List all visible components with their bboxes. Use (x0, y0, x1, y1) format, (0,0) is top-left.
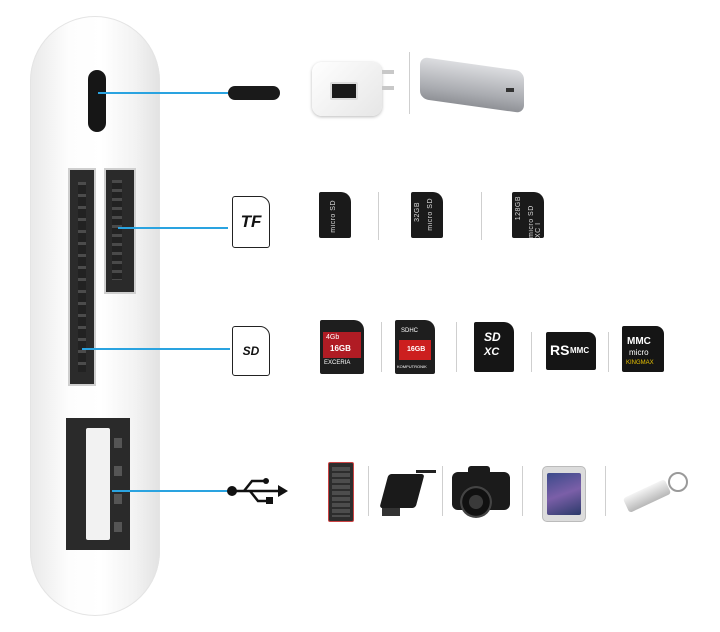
sd-card-sdxc: SD XC (474, 322, 514, 372)
tf-card-icon: TF (232, 196, 270, 248)
tf-line (118, 227, 228, 229)
microsd-card-3: 128GB micro SD XC I (512, 192, 544, 238)
usb-line (112, 490, 232, 492)
sd-card-exceria: 4Gb 16GB EXCERIA (320, 320, 364, 374)
lightning-line (98, 92, 228, 94)
smartphone-image (542, 466, 586, 522)
usb-port (66, 418, 130, 550)
microsd-card-1: micro SD (319, 192, 351, 238)
sd-card-komputronik: SDHC 16GB KOMPUTRONIK (395, 320, 435, 374)
tf-icon-label: TF (240, 212, 262, 231)
usb-flash-drive-image (616, 472, 690, 518)
lightning-port (88, 70, 106, 132)
sd-icon-label: SD (242, 344, 260, 358)
microsd-card-2: 32GB micro SD (411, 192, 443, 238)
lightning-connector-icon (228, 86, 280, 100)
sd-line (82, 348, 230, 350)
keyboard-image (328, 462, 354, 522)
usb-ethernet-adapter-image (379, 468, 436, 518)
power-bank-image (420, 56, 528, 114)
tf-slot (104, 168, 136, 294)
dslr-camera-image (450, 462, 512, 520)
mmc-micro-card: MMC micro KINGMAX (622, 326, 664, 372)
sd-slot (68, 168, 96, 386)
rs-mmc-card: RS MMC (546, 332, 596, 370)
usb-wall-charger-image (312, 56, 400, 116)
sd-card-icon: SD (232, 326, 270, 376)
usb-icon (227, 478, 288, 504)
